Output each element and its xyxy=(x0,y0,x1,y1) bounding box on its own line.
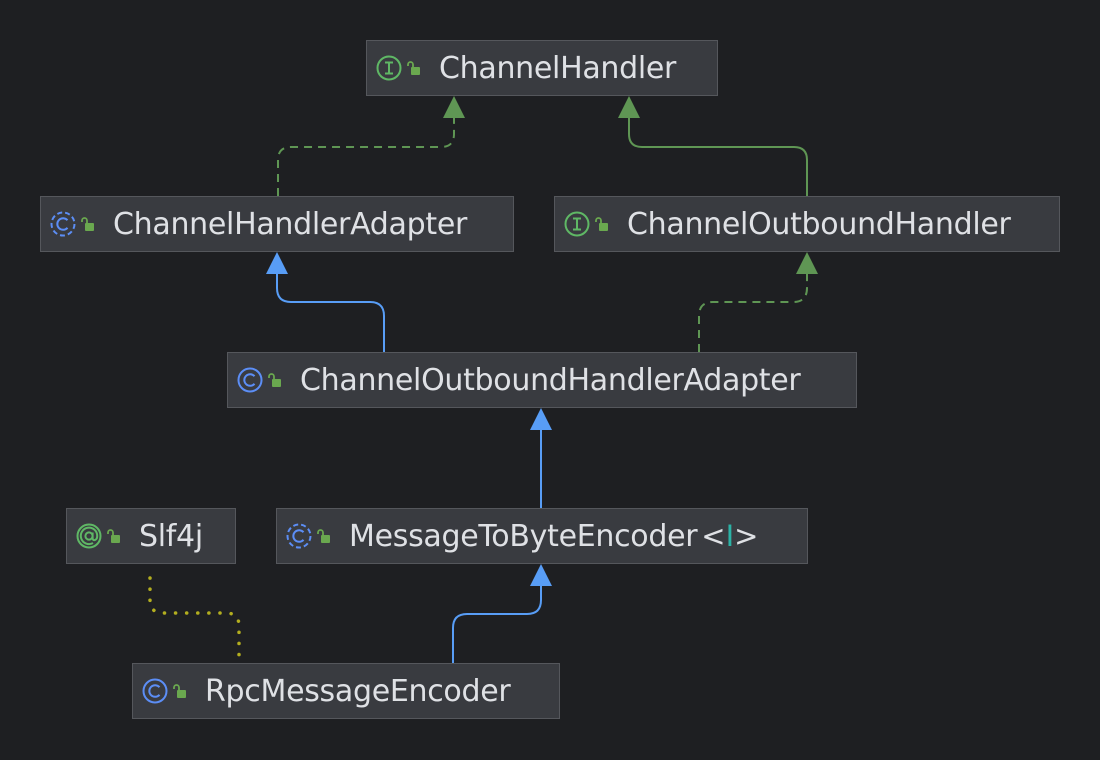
class-name: ChannelHandlerAdapter xyxy=(113,206,468,242)
class-node-rpcmessageencoder[interactable]: RpcMessageEncoder xyxy=(132,663,560,719)
class-node-channelhandler[interactable]: ChannelHandler xyxy=(366,40,718,96)
abstract-class-icon xyxy=(49,210,77,238)
class-node-channeloutboundhandleradapter[interactable]: ChannelOutboundHandlerAdapter xyxy=(227,352,857,408)
arrowhead-channelhandler-left xyxy=(443,96,465,118)
arrowhead-channelhandler-right xyxy=(618,96,640,118)
open-lock-icon xyxy=(595,216,611,232)
class-icon xyxy=(236,366,264,394)
annotation-node-slf4j[interactable]: Slf4j xyxy=(66,508,236,564)
class-name: ChannelOutboundHandler xyxy=(627,206,1011,242)
class-name: ChannelHandler xyxy=(439,50,677,86)
edge-extends-rpcencoder-encoder xyxy=(452,586,542,663)
edge-implements-outboundadapter-outboundhandler xyxy=(698,274,808,352)
type-bracket-open: < xyxy=(701,519,726,553)
arrowhead-messagetobyteencoder xyxy=(530,564,552,586)
class-node-messagetobyteencoder[interactable]: MessageToByteEncoder < I > xyxy=(276,508,808,564)
class-name: ChannelOutboundHandlerAdapter xyxy=(300,362,801,398)
type-parameter: I xyxy=(725,519,735,553)
open-lock-icon xyxy=(407,60,423,76)
class-name: RpcMessageEncoder xyxy=(205,673,511,709)
edge-extends-outboundadapter-handleradapter xyxy=(276,274,385,352)
type-bracket-close: > xyxy=(734,519,759,553)
class-node-channeloutboundhandler[interactable]: ChannelOutboundHandler xyxy=(554,196,1060,252)
abstract-class-icon xyxy=(285,522,313,550)
edge-implements-channelhandleradapter-channelhandler xyxy=(277,118,455,196)
interface-icon xyxy=(563,210,591,238)
edge-extends-channeloutboundhandler-channelhandler xyxy=(628,118,808,196)
arrowhead-channeloutboundhandleradapter xyxy=(530,408,552,430)
arrowhead-channelhandleradapter xyxy=(266,252,288,274)
class-name: Slf4j xyxy=(139,518,203,554)
edge-annotation-rpcencoder-slf4j xyxy=(148,576,241,658)
open-lock-icon xyxy=(173,683,189,699)
open-lock-icon xyxy=(317,528,333,544)
open-lock-icon xyxy=(81,216,97,232)
class-name: MessageToByteEncoder xyxy=(349,518,698,554)
open-lock-icon xyxy=(268,372,284,388)
class-icon xyxy=(141,677,169,705)
class-node-channelhandleradapter[interactable]: ChannelHandlerAdapter xyxy=(40,196,514,252)
open-lock-icon xyxy=(107,528,123,544)
annotation-icon xyxy=(75,522,103,550)
interface-icon xyxy=(375,54,403,82)
arrowhead-channeloutboundhandler xyxy=(796,252,818,274)
